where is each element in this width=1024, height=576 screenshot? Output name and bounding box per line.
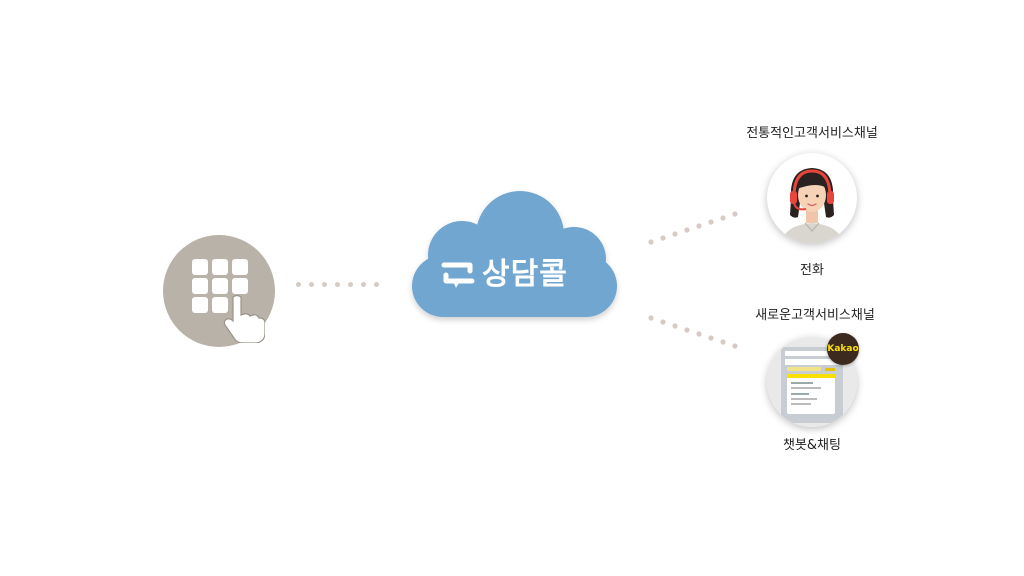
- brand-name: 상담콜: [482, 257, 568, 292]
- chat-swap-icon: [441, 262, 475, 288]
- new-channel-heading: 새로운고객서비스채널: [755, 308, 875, 323]
- kakao-badge: Kakao: [827, 333, 859, 365]
- new-channel-label: 챗봇&채팅: [783, 438, 841, 453]
- connector-dots-upper: [648, 211, 738, 245]
- traditional-channel-heading: 전통적인고객서비스채널: [746, 126, 878, 141]
- chat-screen-avatar: [767, 337, 857, 427]
- chat-phone-screen-icon: [767, 337, 857, 427]
- cloud-shape: [412, 191, 617, 317]
- keypad-icon: [163, 235, 275, 347]
- agent-avatar: [767, 153, 857, 243]
- headset-agent-icon: [781, 168, 843, 243]
- hand-pointer-icon: [223, 294, 265, 343]
- connector-dots-lower: [648, 315, 738, 349]
- connector-dots-left: [296, 281, 379, 287]
- traditional-channel-label: 전화: [800, 263, 824, 278]
- brand-logo: 상담콜: [440, 255, 600, 295]
